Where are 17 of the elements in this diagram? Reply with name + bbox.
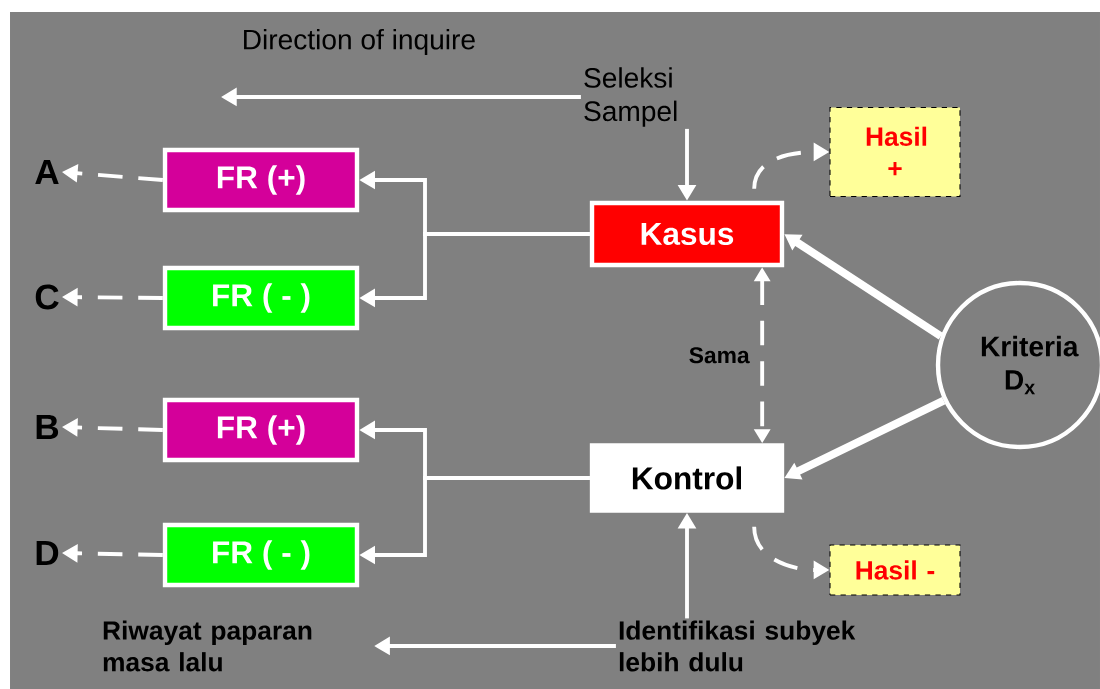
- risk-factor-box: FR ( - ): [162, 265, 360, 331]
- case-box: Kasus: [589, 200, 785, 268]
- group-letter: D: [36, 540, 59, 566]
- risk-factor-box: FR (+): [162, 147, 360, 213]
- step-label: Riwayat paparan masa lalu: [103, 620, 312, 672]
- step-label: Identifikasi subyek lebih dulu: [619, 620, 856, 672]
- edge-label: Direction of inquire: [244, 28, 475, 56]
- edge-label: Sama: [686, 345, 752, 366]
- result-box: Hasil -: [829, 544, 961, 596]
- risk-factor-box: FR ( - ): [162, 522, 360, 588]
- step-label: Seleksi Sampel: [584, 67, 677, 127]
- result-box: Hasil +: [829, 107, 961, 197]
- group-letter: B: [36, 414, 59, 440]
- group-letter: C: [35, 284, 59, 310]
- group-letter: A: [35, 159, 59, 185]
- control-box: Kontrol: [589, 443, 785, 513]
- risk-factor-box: FR (+): [162, 397, 360, 463]
